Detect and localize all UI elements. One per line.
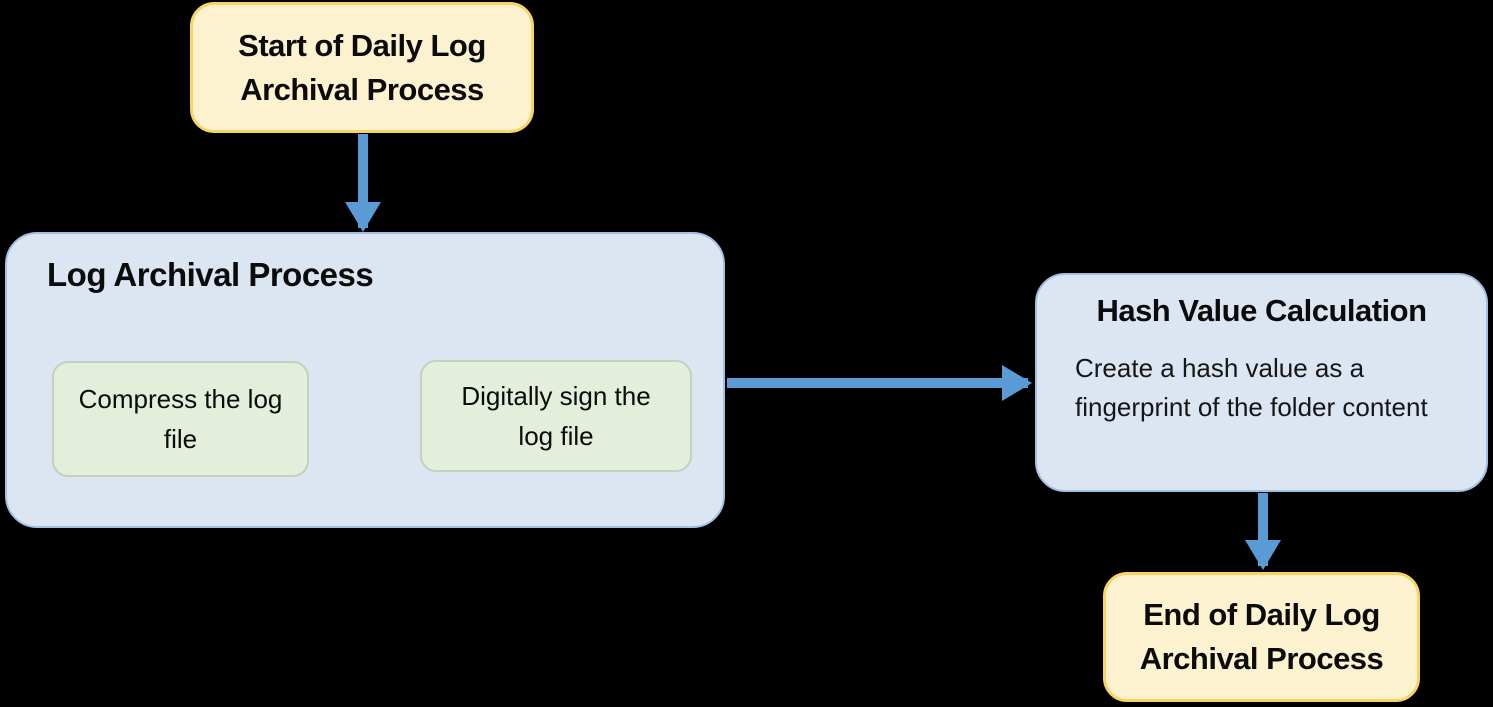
log-archival-process-node: Log Archival Process Compress the log fi… [5,232,725,528]
hash-value-calculation-node: Hash Value Calculation Create a hash val… [1035,273,1488,492]
start-node: Start of Daily Log Archival Process [190,2,534,133]
compress-node-label: Compress the log file [78,384,283,454]
log-archival-process-title: Log Archival Process [47,256,374,293]
start-node-label: Start of Daily Log Archival Process [238,27,486,107]
end-node-label: End of Daily Log Archival Process [1139,597,1384,676]
sign-node: Digitally sign the log file [420,360,692,472]
compress-node: Compress the log file [52,361,309,477]
end-node: End of Daily Log Archival Process [1103,572,1420,702]
hash-node-title: Hash Value Calculation [1096,293,1427,328]
hash-node-description: Create a hash value as a fingerprint of … [1075,353,1428,422]
sign-node-label: Digitally sign the log file [461,381,651,451]
